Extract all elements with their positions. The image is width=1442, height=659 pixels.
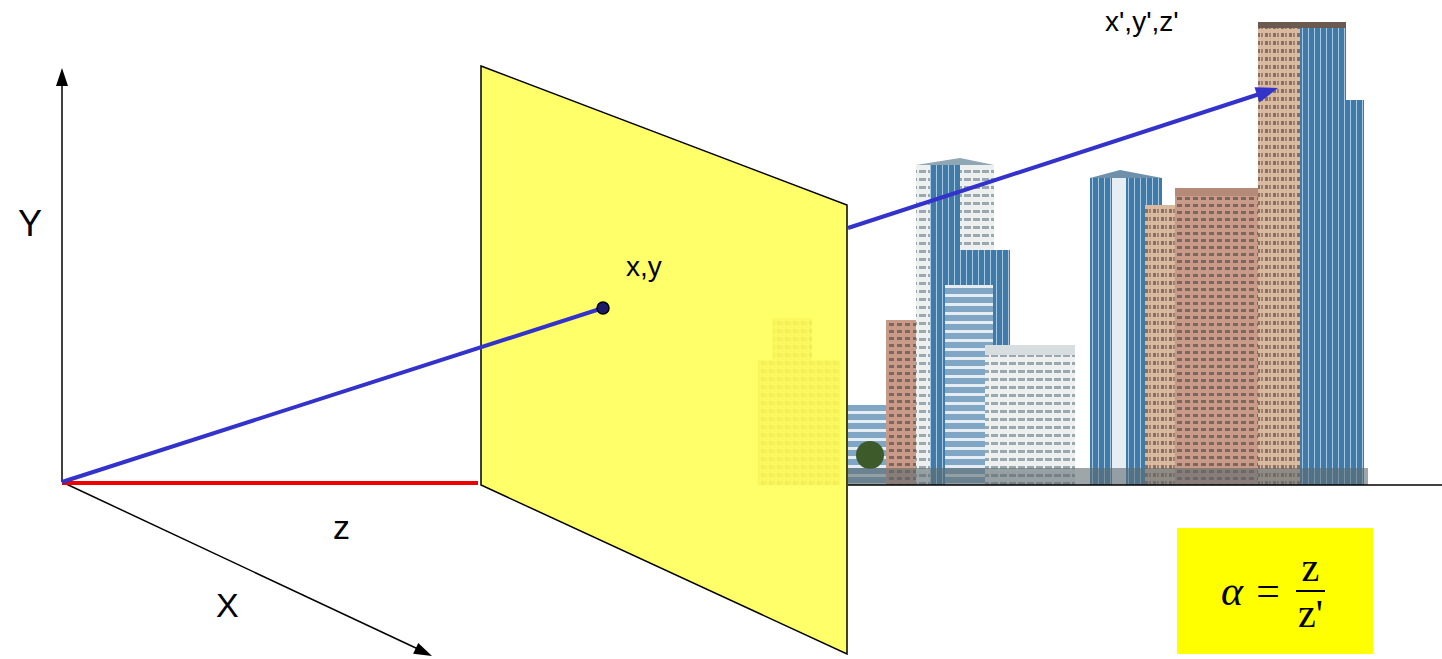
formula-lhs: α =	[1221, 567, 1282, 615]
denominator: z'	[1292, 592, 1329, 636]
numerator: z	[1296, 546, 1326, 592]
axis-label: Y	[18, 203, 42, 244]
image-plane: x,y	[480, 65, 848, 655]
axis-label: X	[216, 586, 239, 624]
plane-shape	[480, 65, 848, 655]
fraction: zz'	[1292, 546, 1329, 636]
axis-label: x',y',z'	[1105, 6, 1179, 37]
axis-label: z	[333, 508, 350, 546]
point-label: x,y	[626, 251, 662, 282]
formula-box: α = zz'	[1177, 528, 1373, 654]
